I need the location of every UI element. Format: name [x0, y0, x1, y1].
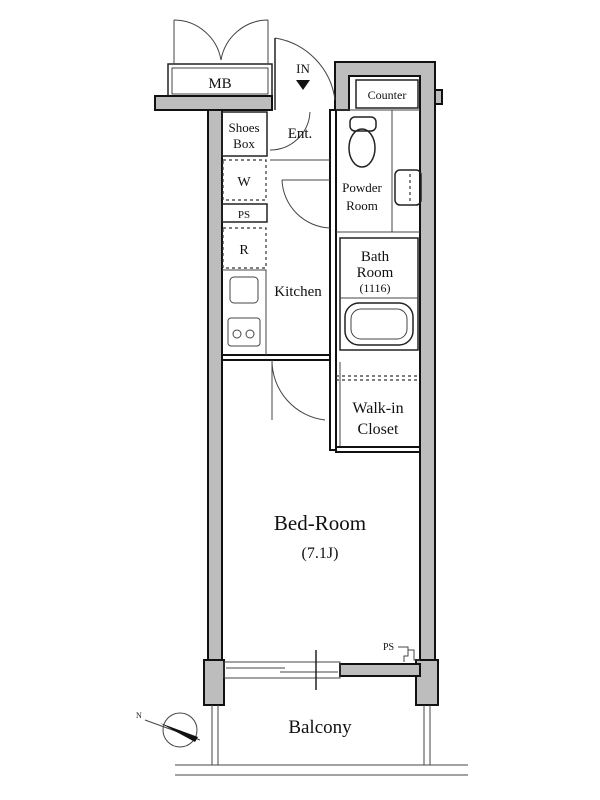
entrance-door: IN: [274, 37, 336, 110]
walls: [154, 61, 468, 776]
shoes-box: [221, 111, 268, 157]
ps-bedroom: [398, 646, 420, 662]
bedroom-size-label: (7.1J): [302, 545, 339, 562]
bathtub-icon: [344, 302, 414, 346]
entry-arrow-icon: [296, 80, 310, 90]
toilet-icon: [348, 116, 377, 168]
bath-label: Bath: [361, 249, 390, 265]
powder-door: [281, 179, 331, 229]
ps-bedroom-label: PS: [383, 642, 394, 653]
in-label: IN: [296, 61, 310, 76]
entrance-label: Ent.: [288, 126, 313, 142]
compass-n-label: N: [136, 711, 142, 720]
kitchen-label: Kitchen: [274, 284, 322, 300]
refrigerator-space: [222, 227, 267, 269]
balcony-window: [223, 650, 341, 690]
bath-room-label: Room: [357, 265, 394, 281]
counter: [355, 79, 419, 109]
meter-box: MB: [167, 19, 273, 97]
compass-icon: N: [136, 711, 201, 748]
box-label: Box: [233, 136, 255, 151]
ps-kitchen-label: PS: [238, 209, 250, 221]
washer-label: W: [237, 175, 251, 190]
balcony-label: Balcony: [288, 717, 352, 738]
counter-label: Counter: [368, 88, 407, 102]
mb-label: MB: [208, 76, 231, 92]
washbasin-icon: [394, 169, 422, 206]
ps-kitchen: [221, 203, 268, 223]
powder-room-label: Room: [346, 198, 378, 213]
bath-size-label: (1116): [359, 281, 390, 295]
washer-space: [222, 159, 267, 201]
shoes-label: Shoes: [228, 120, 259, 135]
bedroom-door: [271, 359, 326, 421]
closet-label: Closet: [358, 421, 399, 438]
sink-icon: [229, 276, 259, 304]
powder-label: Powder: [342, 180, 382, 195]
bath-room: [339, 237, 419, 351]
bedroom-label: Bed-Room: [274, 511, 366, 535]
stove-icon: [227, 317, 261, 347]
walk-in-label: Walk-in: [352, 400, 403, 417]
refrigerator-label: R: [239, 243, 249, 258]
kitchen-counter: [222, 269, 267, 355]
